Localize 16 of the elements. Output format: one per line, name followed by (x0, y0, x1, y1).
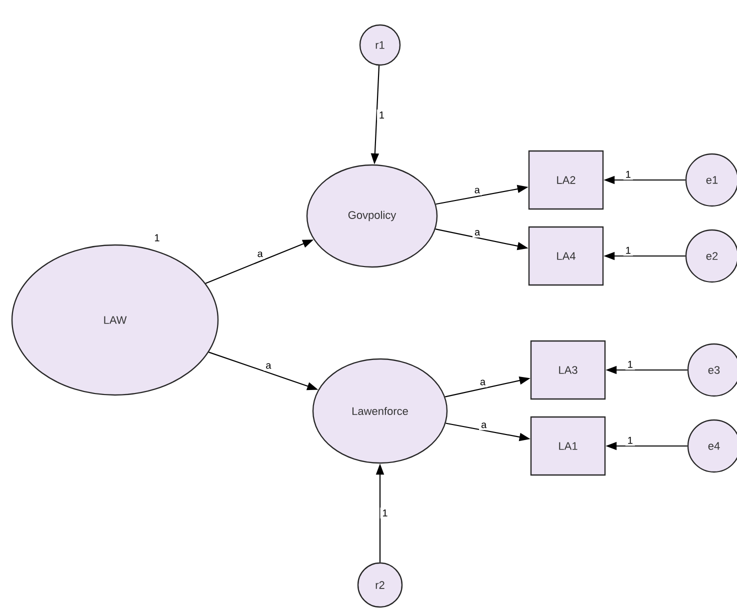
edge-label: 1 (380, 508, 390, 518)
edge-label: a (472, 228, 482, 238)
edge-label: a (472, 186, 482, 196)
variance-label: 1 (155, 234, 160, 242)
observed-box: LA1 (530, 416, 606, 476)
edge-label: 1 (625, 358, 635, 370)
observed-box: LA3 (530, 340, 606, 400)
edge-label: a (479, 420, 489, 430)
edge-label: a (255, 250, 265, 260)
observed-box: LA4 (528, 226, 604, 286)
edge-label: a (264, 361, 274, 371)
observed-box: LA2 (528, 150, 604, 210)
edge-label: 1 (623, 168, 633, 180)
edge-label: a (478, 378, 488, 388)
edge-label: 1 (623, 244, 633, 256)
edge-label: 1 (625, 434, 635, 446)
